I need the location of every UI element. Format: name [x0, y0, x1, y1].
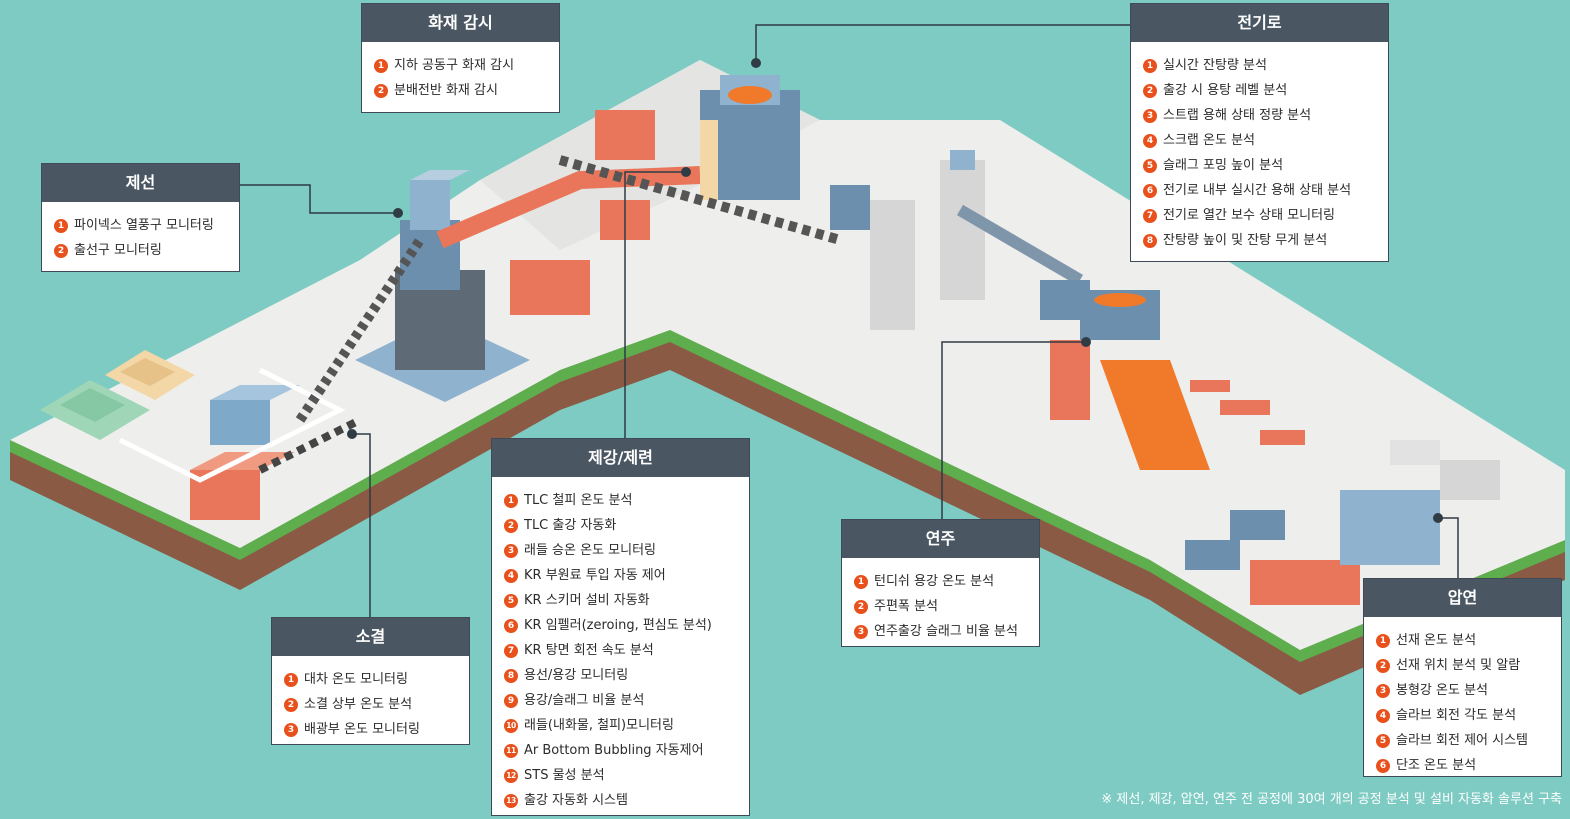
- steelmaking-title: 제강/제련: [492, 439, 749, 477]
- sintering-title: 소결: [272, 618, 469, 656]
- ironmaking-title: 제선: [42, 164, 239, 202]
- fire-monitoring-title: 화재 감시: [362, 4, 559, 42]
- eaf-title: 전기로: [1131, 4, 1388, 42]
- connector-dots: [347, 58, 1443, 523]
- continuous-casting-title: 연주: [842, 520, 1039, 558]
- electric-arc-furnace-and-casting: [870, 150, 1305, 470]
- sintering-facility: [40, 350, 362, 520]
- rolling-facility: [1185, 440, 1500, 605]
- footnote: ※ 제선, 제강, 압연, 연주 전 공정에 30여 개의 공정 분석 및 설비…: [1101, 792, 1562, 807]
- connector-lines: [240, 24, 1459, 618]
- rolling-title: 압연: [1364, 579, 1561, 617]
